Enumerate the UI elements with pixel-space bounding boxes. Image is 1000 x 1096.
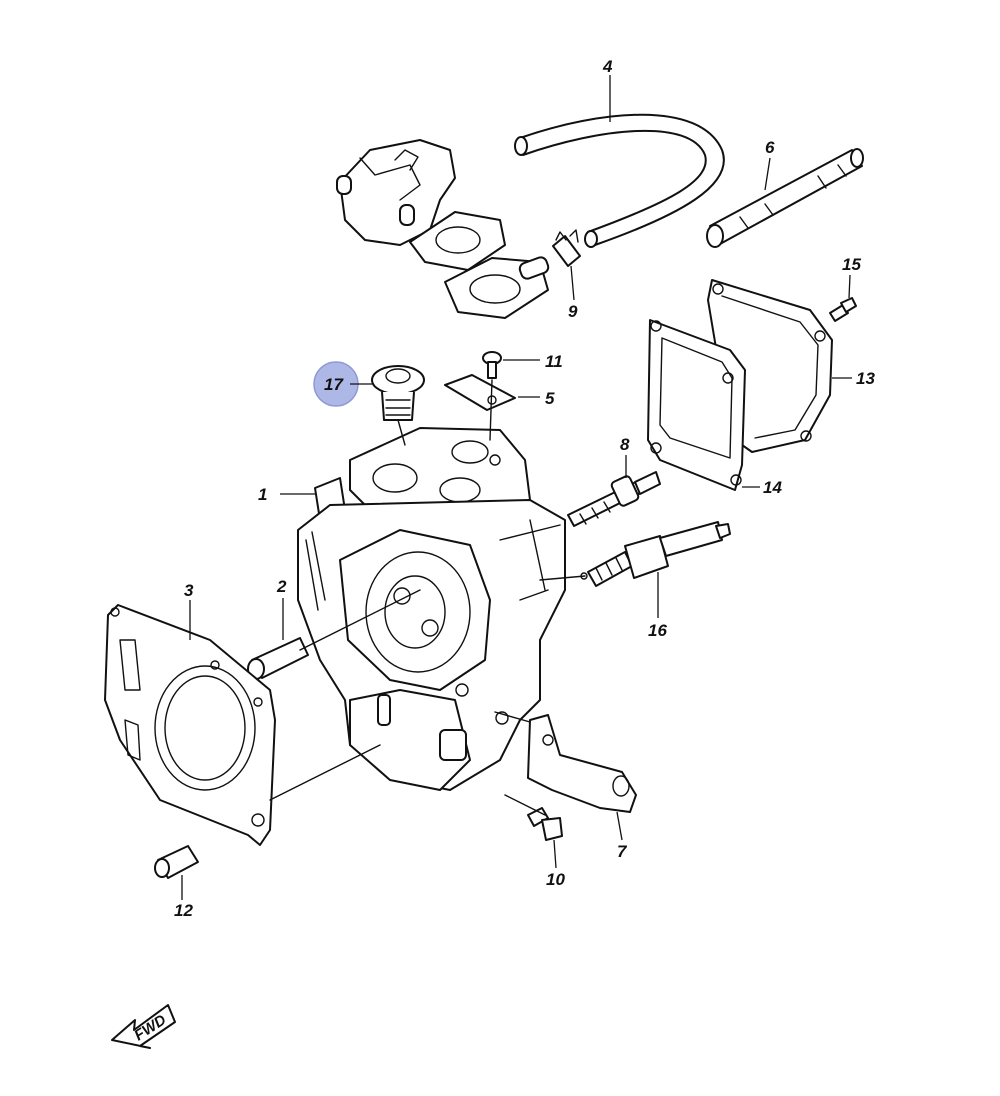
callout-17: 17 (324, 375, 344, 394)
part-9-hose-clip (552, 229, 581, 301)
callout-6: 6 (765, 138, 775, 157)
part-16-spark-plug (580, 521, 731, 618)
callout-15: 15 (842, 255, 861, 274)
callout-1: 1 (258, 485, 267, 504)
part-17-thermostat (371, 365, 425, 421)
part-6-pipe (706, 148, 864, 248)
part-8-stud-bolt (567, 455, 661, 527)
callout-14: 14 (763, 478, 782, 497)
callout-9: 9 (568, 302, 578, 321)
callout-8: 8 (620, 435, 630, 454)
part-10-bolt (527, 807, 563, 869)
part-4-outlet-housing-and-hose (336, 75, 725, 319)
callout-7: 7 (617, 842, 628, 861)
callout-12: 12 (174, 901, 193, 920)
part-3-head-gasket (104, 600, 276, 846)
callout-2: 2 (276, 577, 287, 596)
part-7-bracket (527, 714, 637, 841)
callout-16: 16 (648, 621, 667, 640)
part-15-bolt (829, 274, 857, 322)
part-1-cylinder-head (280, 427, 566, 791)
callout-3: 3 (184, 581, 194, 600)
callout-4: 4 (602, 57, 613, 76)
part-14-cover-gasket (647, 319, 760, 491)
part-12-dowel (154, 845, 199, 900)
callout-13: 13 (856, 369, 875, 388)
callout-10: 10 (546, 870, 565, 889)
assembly-guide-lines (269, 379, 586, 816)
part-11-screw (482, 351, 540, 379)
forward-direction-arrow-icon: FWD (111, 1004, 176, 1049)
part-2-dowel-pin (247, 598, 309, 680)
callout-5: 5 (545, 389, 555, 408)
callout-11: 11 (545, 352, 563, 371)
